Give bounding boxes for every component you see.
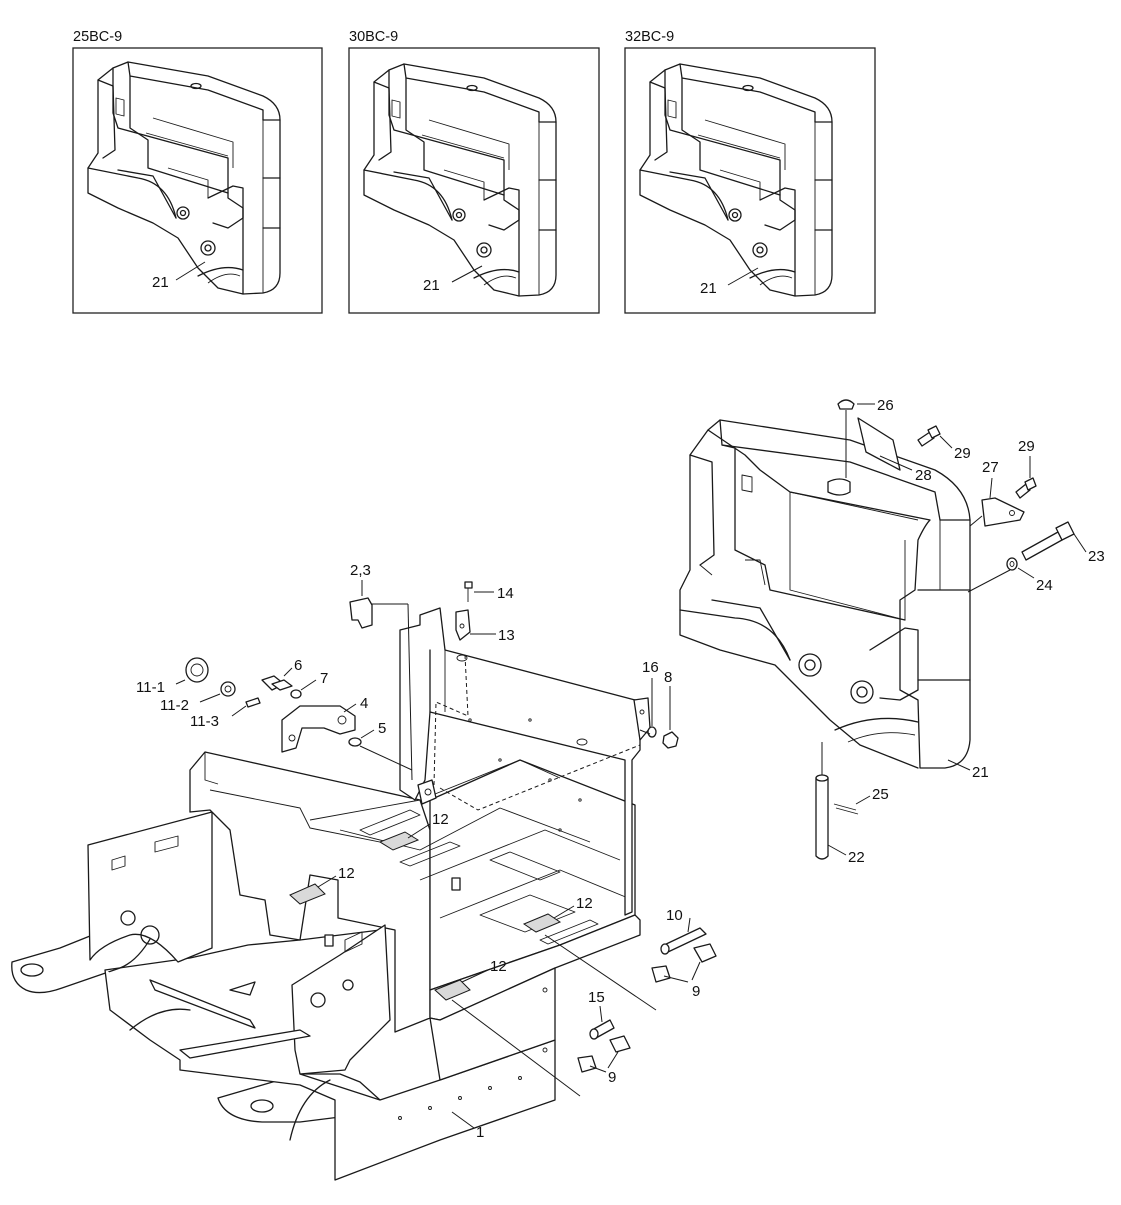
washer-7 [290, 679, 317, 699]
callout-12: 12 [490, 958, 507, 975]
callout-28: 28 [915, 467, 932, 484]
callout-21: 21 [423, 277, 440, 294]
washer-16 [647, 678, 657, 738]
bracket-4 [281, 703, 357, 753]
callout-11-2: 11-2 [160, 697, 189, 714]
callout-6: 6 [294, 657, 302, 674]
callout-23: 23 [1088, 548, 1105, 565]
callout-12: 12 [338, 865, 355, 882]
clip-9-lower [451, 999, 631, 1097]
callout-5: 5 [378, 720, 386, 737]
callout-9: 9 [692, 983, 700, 1000]
bracket-27 [969, 477, 1025, 527]
clip-9-upper [544, 934, 717, 1011]
callout-10: 10 [666, 907, 683, 924]
callout-11-3: 11-3 [190, 713, 219, 730]
pad-12 [289, 831, 562, 1001]
pin-6 [261, 667, 293, 691]
pin-22 [815, 742, 847, 860]
callout-29: 29 [1018, 438, 1035, 455]
callout-9: 9 [608, 1069, 616, 1086]
variant-label: 32BC-9 [625, 29, 674, 45]
bracket-13 [455, 609, 496, 641]
washer-5 [348, 729, 413, 771]
callout-15: 15 [588, 989, 605, 1006]
bushing-11-1 [175, 657, 209, 685]
callout-12: 12 [576, 895, 593, 912]
callout-1: 1 [476, 1124, 484, 1141]
roller-15 [589, 1005, 615, 1040]
callout-8: 8 [664, 669, 672, 686]
callout-29: 29 [954, 445, 971, 462]
variant-label: 25BC-9 [73, 29, 122, 45]
callout-12: 12 [432, 811, 449, 828]
washer-11-2 [199, 681, 236, 703]
callout-16: 16 [642, 659, 659, 676]
callout-14: 14 [497, 585, 514, 602]
callout-21: 21 [700, 280, 717, 297]
callout-26: 26 [877, 397, 894, 414]
counterweight-assembly [679, 419, 971, 769]
nut-8 [662, 686, 679, 749]
callout-22: 22 [848, 849, 865, 866]
callout-11-1: 11-1 [136, 679, 165, 696]
bolt-29-lower [1015, 456, 1037, 499]
frame-1 [11, 751, 641, 1181]
callout-7: 7 [320, 670, 328, 687]
callout-24: 24 [1036, 577, 1053, 594]
bolt-23 [1021, 521, 1087, 561]
callout-27: 27 [982, 459, 999, 476]
callout-25: 25 [872, 786, 889, 803]
callout-21: 21 [972, 764, 989, 781]
plate-28 [857, 417, 913, 471]
side-panel-assembly [399, 607, 651, 916]
pin-25 [833, 795, 871, 815]
roller-10 [660, 917, 707, 955]
callout-4: 4 [360, 695, 368, 712]
cap-26 [837, 399, 875, 478]
screw-11-3 [231, 697, 261, 717]
callout-21: 21 [152, 274, 169, 291]
bolt-29-upper [917, 425, 953, 449]
variant-label: 30BC-9 [349, 29, 398, 45]
callout-2-3: 2,3 [350, 562, 371, 579]
bolt-14 [464, 581, 494, 602]
callout-13: 13 [498, 627, 515, 644]
washer-24 [967, 557, 1035, 593]
bracket-2-3 [349, 580, 413, 781]
